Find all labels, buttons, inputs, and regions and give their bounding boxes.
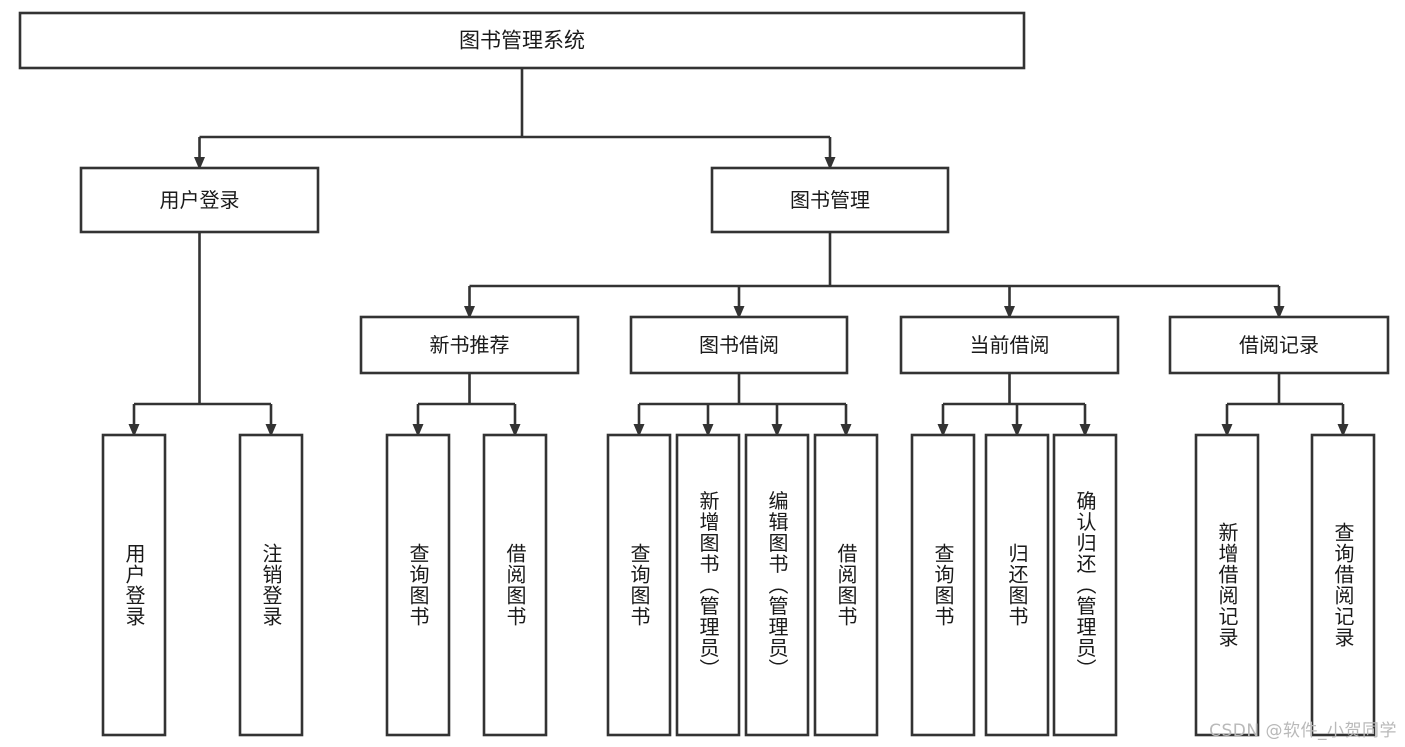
arrow-head-icon (840, 424, 852, 437)
connector-layer (128, 68, 1349, 437)
arrow-head-icon (1273, 306, 1285, 319)
node-layer: 图书管理系统用户登录图书管理新书推荐图书借阅当前借阅借阅记录用户登录注销登录查询… (18, 11, 1390, 737)
node-leaf-query-record: 查询借阅记录 (1310, 433, 1376, 737)
node-label: 当前借阅 (970, 333, 1050, 357)
arrow-head-icon (702, 424, 714, 437)
node-leaf-user-login: 用户登录 (101, 433, 167, 737)
node-box (710, 166, 950, 234)
arrow-head-icon (824, 157, 836, 170)
arrow-head-icon (412, 424, 424, 437)
node-leaf-query-book-rec: 查询图书 (385, 433, 451, 737)
node-leaf-logout: 注销登录 (238, 433, 304, 737)
node-label: 借阅记录 (1239, 333, 1319, 357)
node-current-borrow: 当前借阅 (899, 315, 1120, 375)
node-label: 图书管理 (790, 188, 870, 212)
node-box (813, 433, 879, 737)
node-label: 图书管理系统 (459, 29, 585, 53)
node-box (1194, 433, 1260, 737)
node-book-manage: 图书管理 (710, 166, 950, 234)
node-box (910, 433, 976, 737)
arrow-head-icon (509, 424, 521, 437)
arrow-head-icon (265, 424, 277, 437)
node-label: 新书推荐 (430, 333, 510, 357)
node-box (675, 433, 741, 737)
arrow-head-icon (937, 424, 949, 437)
arrow-head-icon (1011, 424, 1023, 437)
node-label: 查询借阅记录 (1331, 522, 1355, 648)
node-box (385, 433, 451, 737)
arrow-head-icon (464, 306, 475, 319)
arrow-head-icon (1337, 424, 1349, 437)
node-box (238, 433, 304, 737)
node-box (1052, 433, 1118, 737)
arrow-head-icon (1004, 306, 1015, 319)
arrow-head-icon (128, 424, 140, 437)
node-new-book-rec: 新书推荐 (359, 315, 580, 375)
node-leaf-add-record: 新增借阅记录 (1194, 433, 1260, 737)
node-leaf-confirm-return: 确认归还（管理员） (1052, 433, 1118, 737)
node-box (606, 433, 672, 737)
node-label: 查询图书 (406, 543, 430, 627)
node-user-login: 用户登录 (79, 166, 320, 234)
node-label: 借阅图书 (834, 543, 858, 627)
node-box (482, 433, 548, 737)
node-leaf-query-book-cur: 查询图书 (910, 433, 976, 737)
node-borrow-record: 借阅记录 (1168, 315, 1390, 375)
node-label: 图书借阅 (699, 333, 779, 357)
node-box (744, 433, 810, 737)
arrow-head-icon (1079, 424, 1091, 437)
node-box (1310, 433, 1376, 737)
node-label: 编辑图书（管理员） (765, 490, 789, 679)
node-box (629, 315, 849, 375)
node-label: 用户登录 (160, 188, 240, 212)
arrow-head-icon (633, 424, 645, 437)
node-label: 用户登录 (122, 543, 146, 627)
node-label: 查询图书 (931, 543, 955, 627)
node-leaf-borrow-book-bor: 借阅图书 (813, 433, 879, 737)
node-label: 借阅图书 (503, 543, 527, 627)
node-label: 注销登录 (259, 543, 283, 627)
node-label: 新增图书（管理员） (696, 490, 720, 679)
node-leaf-return-book: 归还图书 (984, 433, 1050, 737)
arrow-head-icon (1221, 424, 1233, 437)
arrow-head-icon (771, 424, 783, 437)
node-box (101, 433, 167, 737)
node-leaf-edit-book: 编辑图书（管理员） (744, 433, 810, 737)
node-label: 归还图书 (1005, 543, 1029, 627)
node-box (984, 433, 1050, 737)
node-box (899, 315, 1120, 375)
arrow-head-icon (194, 157, 205, 170)
node-leaf-borrow-book-rec: 借阅图书 (482, 433, 548, 737)
node-box (79, 166, 320, 234)
node-label: 新增借阅记录 (1215, 522, 1239, 648)
node-root: 图书管理系统 (18, 11, 1026, 70)
node-label: 确认归还（管理员） (1073, 490, 1097, 679)
node-leaf-query-book-bor: 查询图书 (606, 433, 672, 737)
node-box (359, 315, 580, 375)
node-label: 查询图书 (627, 543, 651, 627)
node-box (1168, 315, 1390, 375)
node-book-borrow: 图书借阅 (629, 315, 849, 375)
node-box (18, 11, 1026, 70)
node-leaf-add-book: 新增图书（管理员） (675, 433, 741, 737)
arrow-head-icon (733, 306, 745, 319)
